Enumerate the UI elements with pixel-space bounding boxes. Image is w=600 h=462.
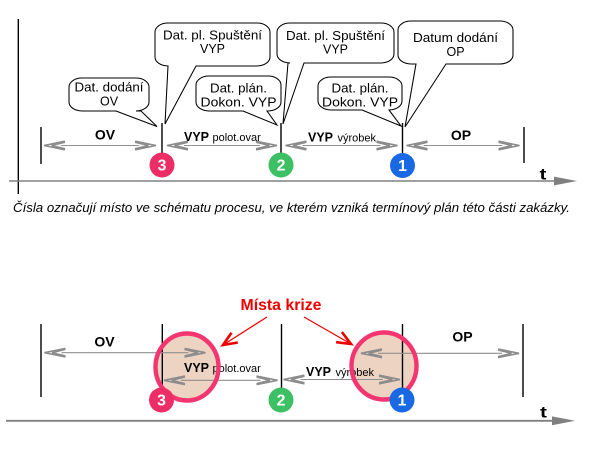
svg-text:3: 3 [157, 392, 166, 409]
svg-text:Dokon. VYP: Dokon. VYP [322, 96, 398, 110]
svg-text:OP: OP [451, 127, 471, 143]
svg-text:OV: OV [100, 95, 119, 109]
svg-text:Místa krize: Místa krize [241, 297, 322, 314]
svg-text:Dat. pl. Spuštění: Dat. pl. Spuštění [286, 29, 386, 43]
svg-text:OV: OV [95, 127, 116, 143]
svg-text:Dat. plán.: Dat. plán. [332, 82, 389, 96]
svg-text:VYP: VYP [306, 365, 331, 379]
svg-text:VYP: VYP [184, 130, 209, 144]
svg-text:Čísla označují místo ve schéma: Čísla označují místo ve schématu procesu… [13, 200, 570, 215]
svg-text:VYP: VYP [200, 42, 225, 56]
svg-text:2: 2 [277, 392, 286, 409]
svg-text:2: 2 [277, 157, 286, 174]
svg-text:Datum dodání: Datum dodání [413, 31, 499, 45]
svg-text:Dat. dodání: Dat. dodání [75, 81, 145, 95]
svg-text:VYP: VYP [308, 131, 333, 145]
svg-text:t: t [540, 165, 547, 183]
svg-text:1: 1 [398, 158, 407, 175]
svg-text:OV: OV [94, 334, 115, 350]
svg-text:polot.ovar: polot.ovar [213, 132, 262, 144]
svg-text:OP: OP [452, 329, 472, 345]
svg-text:VYP: VYP [323, 43, 348, 57]
svg-text:výrobek: výrobek [338, 133, 377, 145]
svg-text:Dat. pl. Spuštění: Dat. pl. Spuštění [163, 29, 263, 43]
svg-text:Dat. plán.: Dat. plán. [210, 82, 267, 96]
svg-text:t: t [540, 403, 547, 421]
svg-text:1: 1 [398, 392, 407, 409]
svg-text:OP: OP [446, 45, 464, 59]
svg-text:3: 3 [158, 157, 167, 174]
svg-text:VYP: VYP [184, 361, 209, 375]
svg-text:polot.ovar: polot.ovar [213, 363, 262, 375]
svg-text:Dokon. VYP: Dokon. VYP [201, 96, 277, 110]
svg-text:výrobek: výrobek [336, 367, 375, 379]
